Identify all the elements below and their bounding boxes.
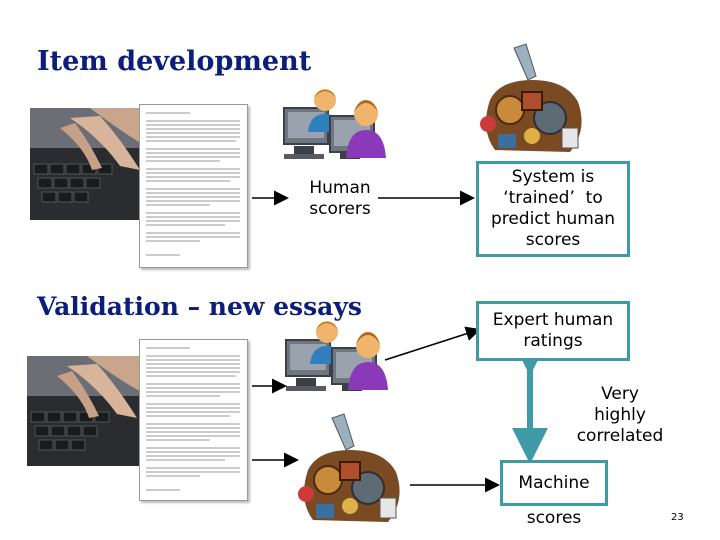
item-development-heading: Item development: [37, 46, 312, 77]
human-scorers-label-line1: Human: [309, 178, 371, 198]
system-box-line2: ‘trained’ to: [503, 188, 603, 208]
system-box-line4: scores: [525, 230, 581, 250]
correlated-line2: highly: [594, 405, 646, 425]
expert-box-line2: ratings: [523, 331, 583, 351]
system-box-line1: System is: [511, 167, 595, 187]
human-scorers-icon-top: [280, 86, 392, 170]
validation-heading: Validation – new essays: [37, 292, 362, 321]
essay-document-top: [139, 104, 248, 268]
human-scorers-label: Human scorers: [295, 178, 385, 220]
very-highly-correlated-label: Very highly correlated: [565, 384, 675, 447]
machine-label-box: Machine: [500, 460, 608, 506]
expert-human-ratings-box: Expert human ratings: [476, 301, 630, 361]
system-trained-box: System is ‘trained’ to predict human sco…: [476, 161, 630, 257]
human-scorers-icon-bottom: [282, 318, 392, 402]
correlated-line3: correlated: [576, 426, 664, 446]
machine-robot-icon-bottom: [290, 410, 410, 530]
arrow-scorers-to-expert: [384, 326, 481, 361]
human-scorers-label-line2: scorers: [309, 199, 371, 219]
system-box-line3: predict human: [490, 209, 616, 229]
essay-document-bottom: [139, 339, 248, 501]
machine-robot-icon-top: [470, 40, 595, 160]
machine-label: Machine: [518, 472, 590, 493]
typing-hands-photo-bottom: [27, 356, 150, 466]
page-number: 23: [671, 512, 684, 523]
scores-label: scores: [526, 508, 582, 528]
typing-hands-photo-top: [30, 108, 150, 220]
expert-box-line1: Expert human: [492, 310, 614, 330]
correlated-line1: Very: [601, 384, 639, 404]
